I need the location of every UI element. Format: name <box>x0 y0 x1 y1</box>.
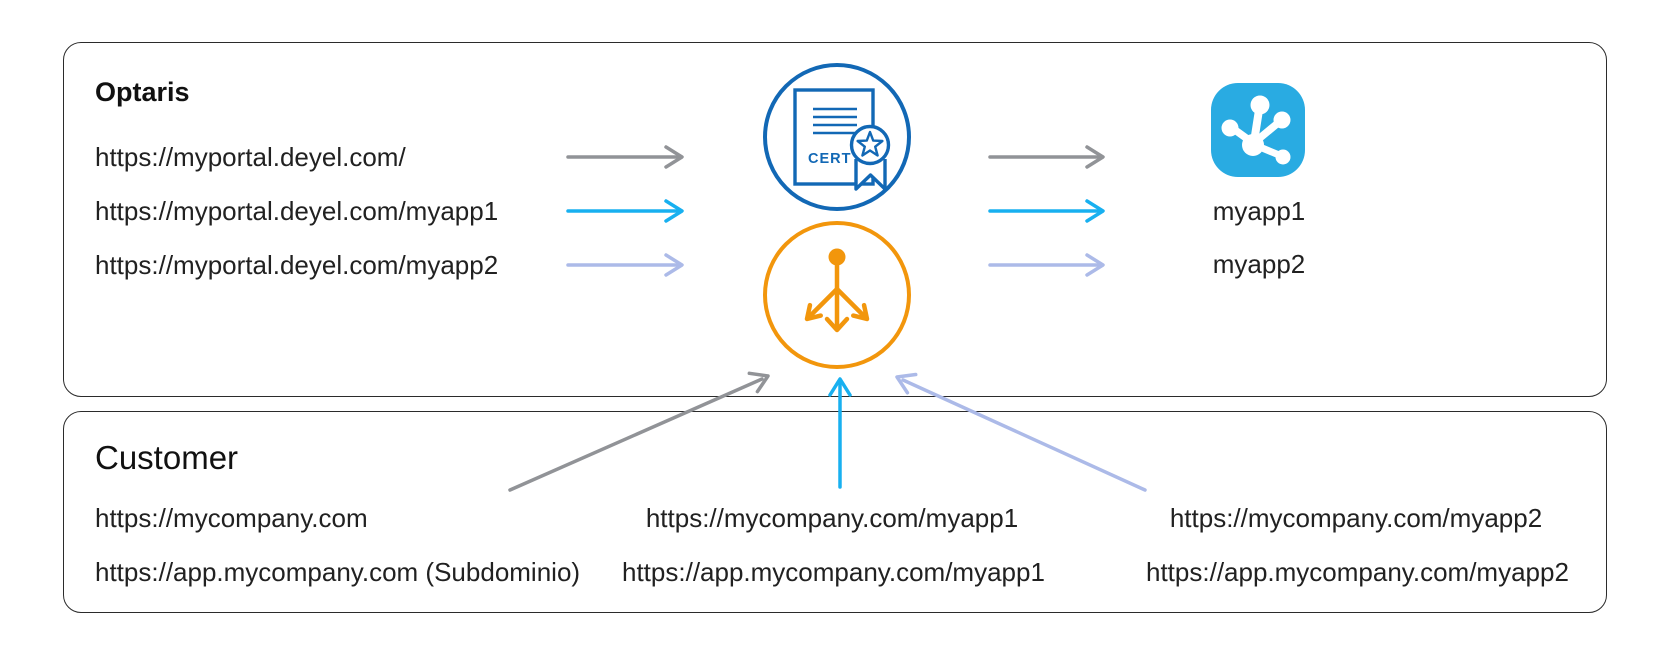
app-label-myapp2: myapp2 <box>1212 249 1306 279</box>
optaris-url-portal-myapp1: https://myportal.deyel.com/myapp1 <box>95 196 499 226</box>
customer-url-subdomain: https://app.mycompany.com (Subdominio) <box>95 557 581 587</box>
customer-panel-title: Customer <box>95 439 239 476</box>
customer-url-myapp2: https://mycompany.com/myapp2 <box>1169 503 1543 533</box>
customer-url-root: https://mycompany.com <box>95 503 368 533</box>
customer-panel <box>63 411 1607 613</box>
optaris-url-portal-myapp2: https://myportal.deyel.com/myapp2 <box>95 250 499 280</box>
optaris-panel-title: Optaris <box>95 77 190 107</box>
customer-url-myapp1: https://mycompany.com/myapp1 <box>645 503 1019 533</box>
customer-url-subdomain-myapp1: https://app.mycompany.com/myapp1 <box>622 557 1045 587</box>
customer-url-subdomain-myapp2: https://app.mycompany.com/myapp2 <box>1146 557 1569 587</box>
app-label-myapp1: myapp1 <box>1212 196 1306 226</box>
optaris-url-portal-root: https://myportal.deyel.com/ <box>95 142 406 172</box>
